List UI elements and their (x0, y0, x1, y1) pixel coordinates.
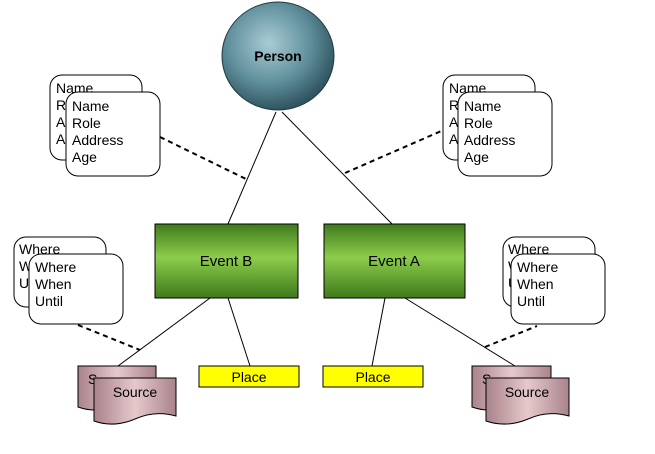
source-b-back-label: S (88, 371, 97, 387)
event-card-right-front (510, 253, 606, 325)
connectors (117, 111, 516, 367)
connector-event-b-place (227, 297, 251, 367)
source-a-node[interactable]: S Source (471, 365, 570, 425)
event-card-stack-left: Where W U Where When Until (13, 236, 124, 325)
place-a-node[interactable]: Place (322, 365, 424, 388)
event-card-right-front-line: When (517, 276, 554, 292)
event-b-node[interactable]: Event B (154, 223, 299, 299)
event-card-right-front-line: Until (517, 293, 545, 309)
event-card-left-front-line: Until (35, 293, 63, 309)
event-card-right-back-line: Where (508, 241, 549, 257)
source-a-front-doc (485, 377, 570, 425)
connector-person-event-a (281, 111, 393, 225)
person-card-stack-left: Name R A A Name Role Address Age (49, 74, 161, 177)
dashed-links (77, 124, 538, 351)
person-card-left-front-line: Name (72, 98, 110, 114)
connector-event-b-source (117, 297, 211, 367)
person-node[interactable]: Person (221, 1, 335, 111)
person-card-right-front-line: Role (464, 115, 493, 131)
source-b-front-label: Source (113, 384, 158, 400)
source-b-node[interactable]: S Source (77, 365, 177, 425)
event-card-left-back-line: U (19, 275, 29, 291)
person-label: Person (254, 48, 301, 64)
place-a-label: Place (355, 369, 390, 385)
place-b-label: Place (231, 369, 266, 385)
person-card-right-front-line: Address (464, 132, 515, 148)
dashed-link-left-person-card (159, 136, 249, 181)
event-card-left-front (28, 253, 124, 325)
person-card-left-front-line: Role (72, 115, 101, 131)
person-card-right-front-line: Name (464, 98, 502, 114)
event-a-node[interactable]: Event A (323, 223, 466, 299)
event-b-label: Event B (200, 253, 253, 270)
connector-event-a-place (371, 297, 386, 367)
source-a-front-label: Source (505, 384, 550, 400)
person-card-right-back-line: A (449, 114, 459, 130)
person-card-right-back-line: R (449, 97, 459, 113)
connector-person-event-b (227, 111, 277, 225)
event-card-stack-right: Where W U Where When Until (502, 236, 606, 325)
dashed-link-right-person-card (344, 124, 456, 174)
event-card-left-front-line: When (35, 276, 72, 292)
person-card-right-front (457, 91, 553, 177)
person-card-stack-right: Name R A A Name Role Address Age (442, 74, 553, 177)
person-card-left-back-line: A (56, 131, 66, 147)
person-card-left-back-line: R (56, 97, 66, 113)
source-b-front-doc (93, 377, 177, 425)
person-card-right-back-line: A (449, 131, 459, 147)
person-card-left-front (65, 91, 161, 177)
person-card-right-front-line: Age (464, 149, 489, 165)
dashed-link-left-event-card (77, 324, 141, 351)
person-card-left-front-line: Address (72, 132, 123, 148)
person-card-left-back-line: A (56, 114, 66, 130)
event-a-label: Event A (368, 253, 420, 270)
dashed-link-right-event-card (484, 325, 538, 348)
person-card-left-front-line: Age (72, 149, 97, 165)
connector-event-a-source (404, 297, 516, 367)
event-card-right-front-line: Where (517, 259, 558, 275)
event-card-left-back-line: Where (19, 241, 60, 257)
event-card-left-front-line: Where (35, 259, 76, 275)
place-b-node[interactable]: Place (198, 365, 300, 388)
